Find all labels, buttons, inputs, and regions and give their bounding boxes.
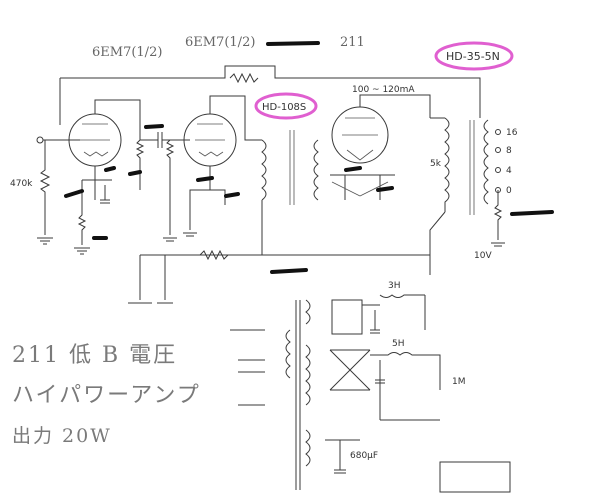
secondary-2 — [305, 344, 311, 406]
tap-8 — [495, 147, 501, 153]
secondary-1 — [305, 299, 311, 325]
feedback-return — [493, 190, 503, 240]
title-line-1: 211 低 B 電圧 — [12, 343, 177, 368]
cathode-network-1 — [77, 179, 112, 245]
tube-label-input: 6EM7(1/2) — [92, 45, 162, 60]
filter-caps-1 — [370, 295, 426, 334]
feedback-resistor — [229, 72, 259, 84]
interstage-primary — [261, 139, 267, 201]
ground-symbol — [183, 232, 197, 237]
b-plus-output — [429, 211, 446, 275]
b-plus-top — [300, 77, 481, 118]
redaction-mark — [144, 124, 164, 129]
ground-symbol — [74, 247, 90, 255]
interstage-transformer-highlight — [254, 92, 318, 120]
tube-label-driver: 6EM7(1/2) — [185, 35, 255, 50]
output-secondary — [483, 119, 489, 205]
power-primary — [285, 329, 291, 379]
output-load-value: 5k — [430, 159, 442, 169]
coupling-capacitor — [140, 132, 190, 148]
plate-current-note: 100 ~ 120mA — [352, 85, 415, 95]
redaction-mark — [224, 192, 240, 198]
tap-16-label: 16 — [506, 128, 518, 138]
redaction-mark — [344, 166, 362, 172]
tube-input-elements — [80, 123, 110, 157]
tube-driver-plate — [209, 95, 262, 141]
tube-driver-elements — [195, 123, 225, 157]
tube-output-elements — [342, 117, 378, 161]
plate-resistor-1 — [135, 139, 145, 190]
decoupling — [128, 255, 173, 304]
tube-input-plate — [94, 99, 141, 140]
redaction-mark — [104, 166, 116, 172]
redaction-mark — [270, 268, 308, 274]
redaction-mark — [376, 186, 394, 192]
bleeder-value: 1M — [452, 377, 466, 387]
ground-symbol — [37, 237, 53, 245]
filament-network — [330, 174, 395, 200]
output-core — [469, 120, 475, 215]
choke-2-value: 5H — [392, 339, 405, 349]
b-plus-driver — [140, 200, 263, 256]
bottom-capacitor-value: 680μF — [350, 451, 378, 461]
ac-inlets — [230, 329, 265, 406]
input-grid-resistor — [39, 140, 51, 235]
tap-4-label: 4 — [506, 166, 512, 176]
filter-caps-2 — [375, 360, 385, 420]
interstage-secondary — [313, 139, 319, 201]
redaction-mark — [128, 170, 142, 176]
tap-0-label: 0 — [506, 186, 512, 196]
input-resistor-value: 470k — [10, 179, 33, 189]
tube-label-output: 211 — [340, 35, 365, 50]
title-line-2: ハイパワーアンプ — [12, 383, 201, 408]
filament-balance — [331, 181, 389, 197]
redaction-mark — [266, 41, 320, 46]
choke-1-value: 3H — [388, 281, 401, 291]
tap-8-label: 8 — [506, 146, 512, 156]
ground-symbol — [491, 242, 505, 247]
redaction-mark — [64, 189, 84, 198]
title-line-3: 出力 20W — [12, 425, 112, 447]
output-plate — [359, 94, 445, 119]
mains-switch — [439, 461, 511, 493]
filament-voltage: 10V — [474, 251, 492, 261]
cathode-capacitor-1 — [100, 185, 110, 204]
output-transformer-highlight — [434, 41, 514, 71]
secondary-3 — [305, 429, 311, 467]
tap-4 — [495, 167, 501, 173]
redaction-mark — [510, 210, 554, 216]
output-primary — [444, 117, 450, 212]
decoupling-resistor — [140, 249, 430, 261]
choke-1 — [362, 294, 425, 306]
filament-supply — [325, 439, 360, 474]
rectifier-1 — [331, 299, 363, 335]
cathode-network-2 — [189, 166, 226, 230]
input-terminal — [36, 136, 44, 144]
bridge-rectifier — [329, 349, 371, 391]
redaction-mark — [196, 176, 214, 182]
tap-16 — [495, 129, 501, 135]
feedback-line — [60, 65, 300, 79]
power-transformer-core — [295, 300, 301, 490]
choke-2 — [370, 352, 441, 390]
grid-resistor-2 — [165, 139, 175, 235]
ground-symbol — [163, 237, 177, 242]
output-transformer-label: HD-35-5N — [446, 50, 500, 63]
interstage-transformer-label: HD-108S — [262, 102, 306, 113]
interstage-core — [289, 130, 295, 205]
